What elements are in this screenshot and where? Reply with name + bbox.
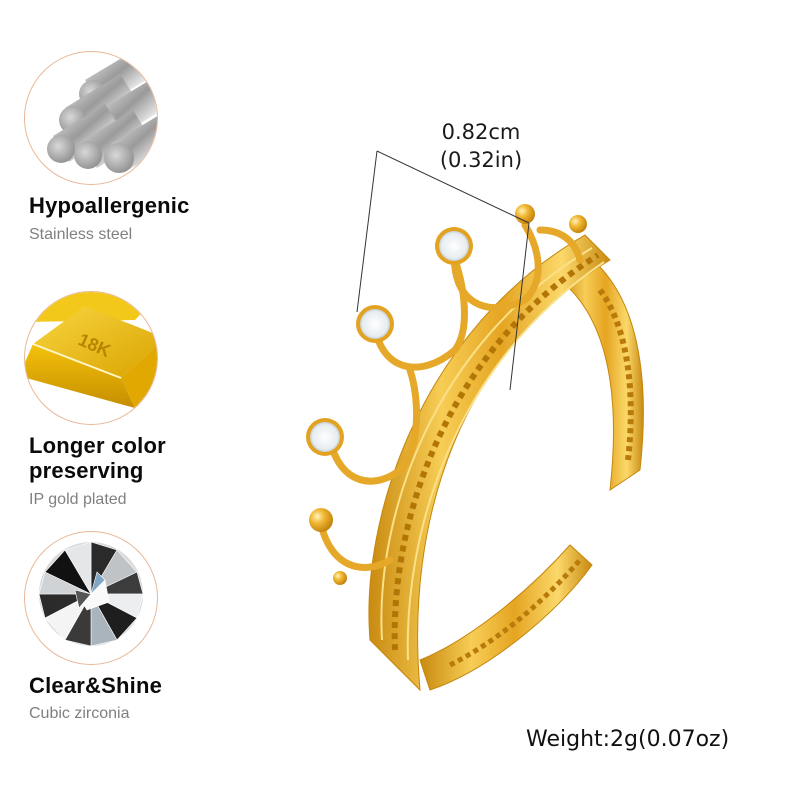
dimension-in-label: (0.32in) [439,148,523,172]
feature-subtitle: IP gold plated [29,491,127,508]
stainless-steel-rods-icon [24,51,158,185]
dimension-lines [356,150,530,391]
feature-subtitle: Cubic zirconia [29,705,130,722]
feature-title: Clear&Shine [29,673,163,698]
feature-title-line2: preserving [29,458,144,483]
weight-label: Weight:2g(0.07oz) [526,727,730,752]
gold-bar-icon: 18K [24,291,158,425]
feature-title: Hypoallergenic [29,193,190,218]
dimension-cm-label: 0.82cm [441,120,521,144]
feature-subtitle: Stainless steel [29,226,133,243]
feature-title-line1: Longer color [29,433,166,458]
cubic-zirconia-gem-icon [24,531,158,665]
